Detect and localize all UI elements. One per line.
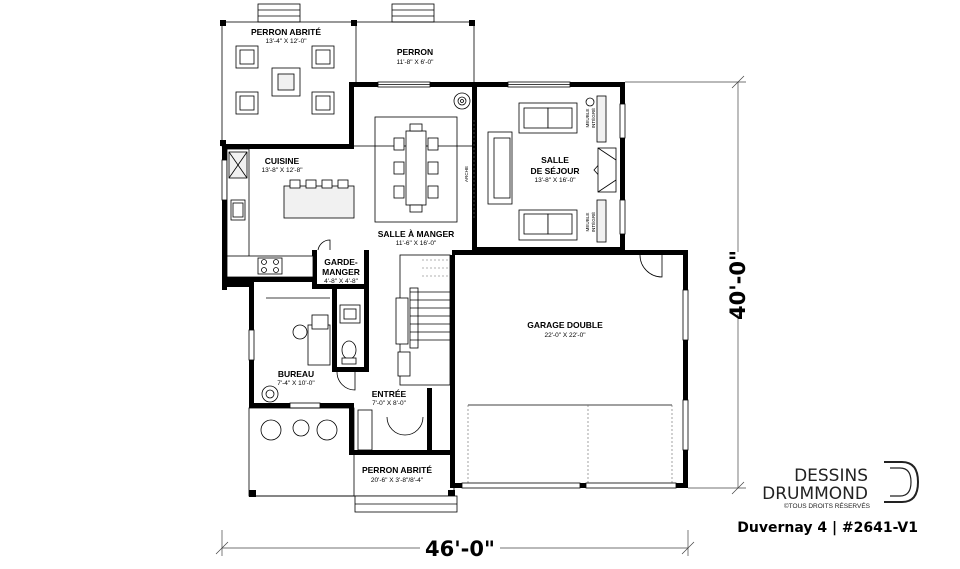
powder-room <box>339 304 361 365</box>
room-salle-a-manger-name: SALLE À MANGER <box>378 229 455 239</box>
room-garde-manger-name-2: MANGER <box>322 267 360 277</box>
depth-dimension-label: 40'-0" <box>726 250 750 320</box>
room-perron-abrite-top-dims: 13'-4" X 12'-0" <box>265 38 307 45</box>
room-salle-de-sejour-name-1: SALLE <box>541 155 569 165</box>
width-dimension-label: 46'-0" <box>425 537 495 561</box>
room-cuisine-dims: 13'-8" X 12'-8" <box>261 167 303 174</box>
living-fixtures <box>487 95 617 243</box>
room-bureau-dims: 7'-4" X 10'-0" <box>277 380 315 387</box>
width-dimension <box>215 530 695 558</box>
room-cuisine-name: CUISINE <box>265 156 300 166</box>
office-fixtures <box>261 297 331 403</box>
room-perron-name: PERRON <box>397 47 433 57</box>
plan-name: Duvernay 4 | #2641-V1 <box>737 520 918 536</box>
brand-logo-mark <box>884 461 920 503</box>
room-entree-dims: 7'-0" X 8'-0" <box>372 400 407 407</box>
brand-name-line1: DESSINS <box>794 466 868 486</box>
integre-label-top: INTÉGRÉ <box>590 108 596 128</box>
room-perron-abrite-bottom-name: PERRON ABRITÉ <box>362 465 432 475</box>
garage-doors <box>461 404 677 489</box>
kitchen-fixtures <box>226 148 355 278</box>
bottom-porch <box>248 407 458 513</box>
stair-area <box>395 254 451 386</box>
room-entree-name: ENTRÉE <box>372 389 407 399</box>
arche-label: ARCHE <box>464 166 469 182</box>
room-perron-dims: 11'-8" X 6'-0" <box>397 59 435 66</box>
depth-dimension <box>625 75 750 495</box>
meuble-label-top: MEUBLE <box>585 109 590 128</box>
doors <box>317 239 663 451</box>
walls <box>222 82 688 488</box>
room-bureau-name: BUREAU <box>278 369 314 379</box>
room-salle-de-sejour-dims: 13'-8" X 16'-0" <box>534 177 576 184</box>
brand-name-line2: DRUMMOND <box>762 484 868 504</box>
room-salle-de-sejour-name-2: DE SÉJOUR <box>530 166 579 176</box>
room-garage-dims: 22'-0" X 22'-0" <box>544 332 586 339</box>
top-steps <box>257 3 435 23</box>
windows <box>221 81 689 451</box>
room-perron-abrite-top-name: PERRON ABRITÉ <box>251 27 321 37</box>
room-garage-name: GARAGE DOUBLE <box>527 320 603 330</box>
room-garde-manger-dims: 4'-8" X 4'-8" <box>324 278 359 285</box>
dining-fixtures <box>374 92 471 223</box>
patio-furniture <box>235 45 335 115</box>
brand-copyright: ©TOUS DROITS RÉSERVÉS <box>784 501 871 510</box>
room-salle-a-manger-dims: 11'-6" X 16'-0" <box>396 240 437 247</box>
integre-label-bottom: INTÉGRÉ <box>590 212 596 232</box>
room-garde-manger-name-1: GARDE- <box>324 257 358 267</box>
room-perron-abrite-bottom-dims: 20'-6" X 3'-8"/8'-4" <box>371 477 424 484</box>
meuble-label-bottom: MEUBLE <box>585 213 590 232</box>
